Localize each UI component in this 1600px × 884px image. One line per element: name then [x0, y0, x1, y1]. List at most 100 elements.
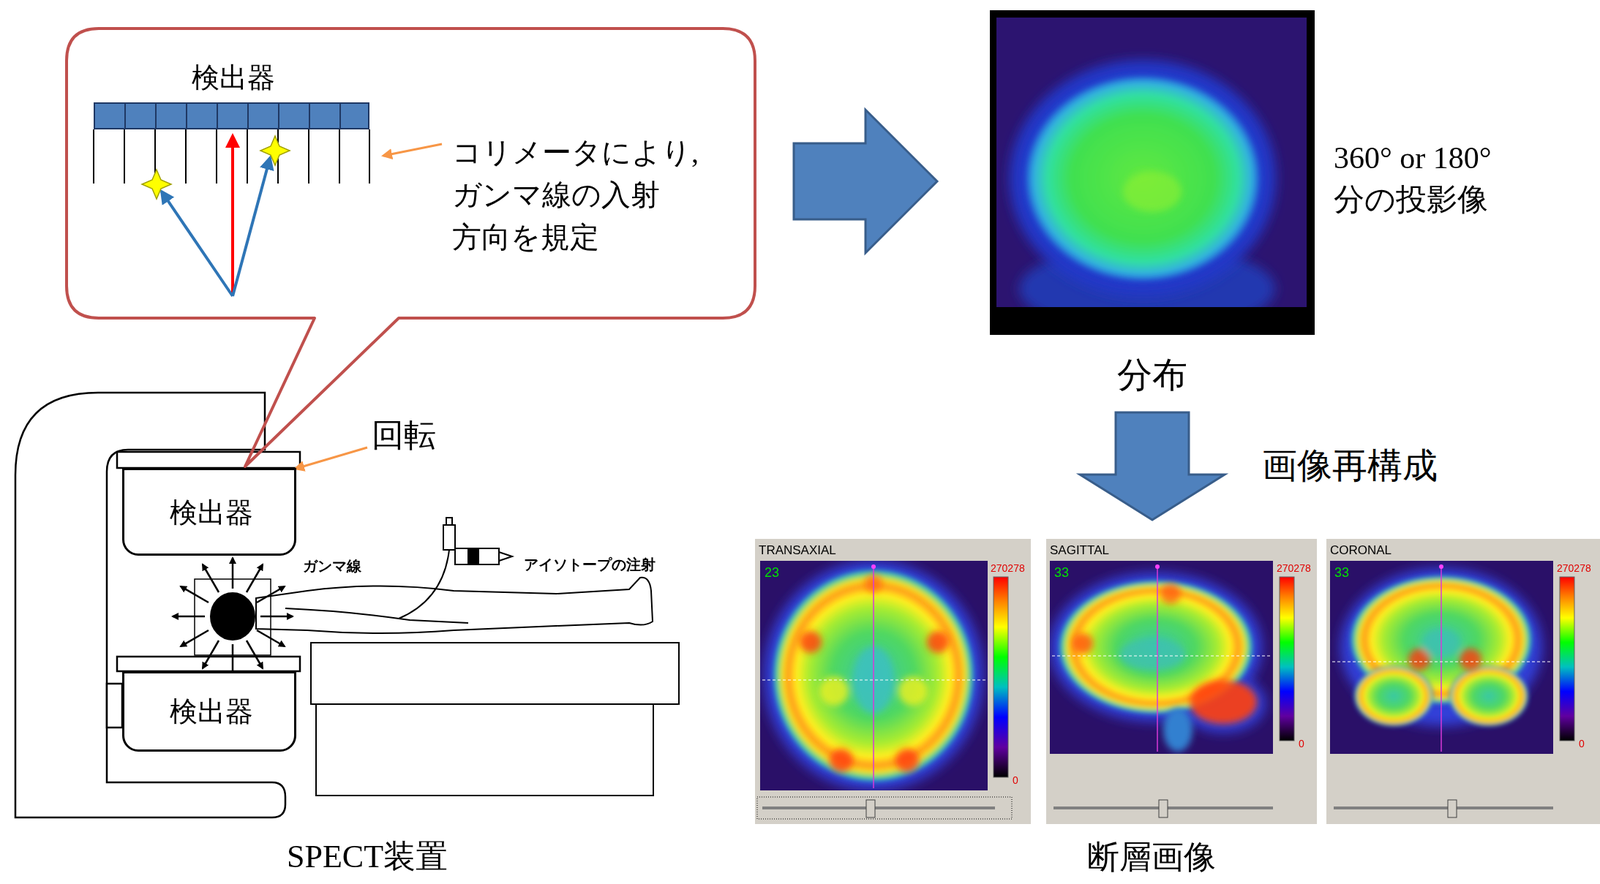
detector-box: 検出器 [122, 671, 297, 753]
transaxial-image [762, 679, 986, 681]
sagittal-image [1189, 680, 1257, 725]
patient [210, 593, 255, 641]
sagittal-image [1119, 638, 1186, 671]
view-title: TRANSAXIAL [758, 543, 837, 559]
leader-arrow [383, 144, 442, 156]
gamma-emission [231, 558, 235, 589]
projection-image [1024, 74, 1262, 283]
slice-number: 33 [1334, 565, 1350, 582]
slice-slider [757, 797, 1012, 820]
transaxial-image [926, 631, 949, 654]
tomography-group: 断層画像TRANSAXIAL232702780SAGITTAL332702780… [755, 539, 1600, 882]
viewer-panel [1326, 539, 1600, 825]
projection-image [1009, 59, 1276, 298]
gamma-rays [161, 136, 270, 297]
projection-caption: 分布 [1117, 354, 1188, 397]
projection-image [989, 10, 1315, 336]
projection-image [1009, 59, 1276, 308]
sagittal-image [1160, 583, 1181, 605]
patient [285, 608, 469, 624]
transaxial-image [763, 561, 984, 791]
gamma-emission [172, 616, 205, 619]
gamma-emission [202, 640, 219, 669]
callout-note: コリメータにより, ガンマ線の入射 方向を規定 [452, 131, 731, 259]
gamma-emission [260, 616, 293, 619]
gamma-emission [180, 630, 209, 647]
transaxial-image [799, 631, 822, 654]
collimator-septa [308, 129, 310, 184]
collimator-septa [215, 129, 218, 184]
slice-slider [1158, 800, 1168, 818]
coronal-image [1440, 564, 1442, 753]
gamma-emission [256, 630, 285, 647]
gamma-label: ガンマ線 [302, 557, 362, 576]
view-title: SAGITTAL [1049, 543, 1110, 559]
viewer-panel [1046, 539, 1317, 825]
block-arrow [1079, 412, 1225, 521]
transaxial-image [760, 561, 988, 791]
absorbed-star [260, 136, 290, 166]
gamma-emission [246, 564, 263, 593]
slice-slider [866, 800, 875, 818]
absorbed-star [141, 169, 172, 199]
slice-slider [762, 806, 995, 810]
coronal-image [1332, 661, 1551, 663]
scale-max: 270278 [1276, 562, 1312, 576]
syringe [398, 517, 513, 619]
projection-note: 360° or 180° 分の投影像 [1333, 137, 1583, 221]
view-title: CORONAL [1330, 543, 1392, 559]
gamma-emission [180, 586, 209, 603]
gamma-emission [172, 558, 293, 677]
edge-label: 画像再構成 [1262, 444, 1438, 488]
color-scale [993, 577, 1009, 778]
transaxial-image [829, 749, 854, 773]
patient [194, 579, 271, 656]
collimator-septa [368, 129, 371, 184]
collimator-septa [246, 129, 249, 184]
scale-max: 270278 [1556, 562, 1592, 576]
slice-number: 23 [764, 565, 780, 582]
callout-box: コリメータにより, ガンマ線の入射 方向を規定 検出器 [66, 28, 756, 319]
bed [310, 643, 679, 705]
syringe [398, 550, 450, 619]
collimator-septa [92, 129, 95, 184]
detector-label: 検出器 [169, 695, 254, 730]
projection-image [989, 10, 1315, 336]
patient [194, 577, 653, 656]
color-scale [993, 577, 1575, 778]
scale-min: 0 [1578, 738, 1585, 751]
projection-image [1122, 171, 1182, 213]
detector-bar: 検出器 [93, 102, 370, 130]
transaxial-image [819, 676, 849, 706]
sagittal-image [1072, 583, 1257, 725]
coronal-image [1448, 665, 1530, 728]
collimator-septa [338, 129, 341, 184]
bed [316, 704, 654, 796]
transaxial-image [895, 749, 919, 773]
syringe [455, 548, 499, 565]
gamma-emission [246, 640, 263, 669]
rotation-arrow [295, 447, 368, 469]
viewer-panel [755, 539, 1600, 825]
slice-slider [1447, 800, 1457, 818]
color-scale [1279, 577, 1295, 742]
rotation-label: 回転 [371, 417, 437, 456]
syringe [468, 548, 479, 565]
transaxial-image [871, 564, 876, 570]
bed [310, 643, 679, 796]
scale-min: 0 [1012, 774, 1019, 788]
transaxial-image [872, 564, 875, 789]
gamma-emission [202, 564, 219, 593]
callout-outline [66, 28, 756, 319]
viewer-panel [755, 539, 1031, 825]
coronal-image [1459, 648, 1482, 671]
scale-min: 0 [1298, 738, 1305, 751]
viewer-panel: SAGITTAL332702780 [1046, 539, 1317, 825]
slice-slider [757, 797, 1554, 820]
transaxial-image [799, 575, 949, 773]
coronal-image [1330, 561, 1554, 755]
coronal-image [1353, 665, 1434, 728]
collimator-septa [185, 129, 187, 184]
